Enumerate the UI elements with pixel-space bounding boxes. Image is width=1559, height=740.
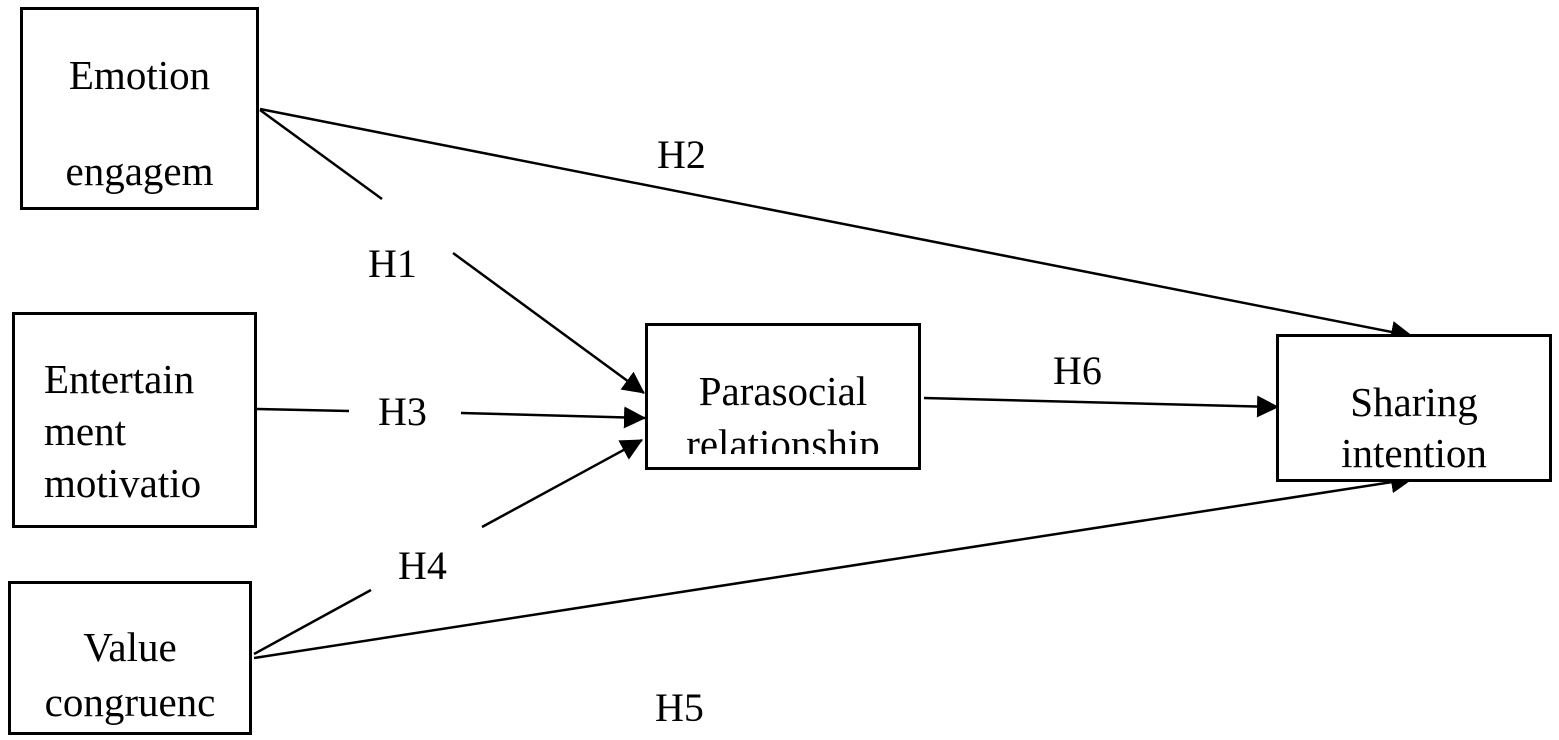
parasocial-relationship-label-line1: Parasocial (698, 368, 868, 414)
h4-path-segment-a (253, 588, 372, 656)
hypothesis-label-h4: H4 (398, 543, 447, 588)
parasocial-relationship-box: Parasocial relationship (645, 323, 921, 470)
hypothesis-label-h5: H5 (655, 685, 704, 730)
hypothesis-label-h1: H1 (368, 241, 417, 286)
sharing-intention-label-line1: Sharing (1350, 379, 1478, 425)
h1-path-arrow (452, 251, 645, 395)
value-congruence-box: Value congruenc (8, 581, 252, 735)
h3-path-arrow (460, 406, 646, 429)
h1-path-segment-a (259, 108, 383, 201)
value-congruence-label-line1: Value (83, 624, 177, 670)
hypothesis-label-h6: H6 (1053, 348, 1102, 393)
entertainment-motivation-label-line1: Entertain (44, 356, 195, 402)
emotion-engagement-box: Emotion engagem (20, 7, 259, 210)
sharing-intention-label-line2: intention (1341, 430, 1487, 476)
sharing-intention-box: Sharing intention (1276, 334, 1552, 482)
emotion-engagement-label-line1: Emotion (68, 52, 211, 98)
entertainment-motivation-label-line2: ment (44, 408, 126, 454)
h3-path-segment-a (256, 407, 350, 413)
hypothesis-label-h2: H2 (657, 132, 706, 177)
h6-path-arrow (923, 395, 1279, 418)
hypothesis-label-h3: H3 (378, 389, 427, 434)
parasocial-relationship-label-line2: relationship (686, 421, 880, 454)
h4-path-arrow (481, 438, 643, 529)
entertainment-motivation-label-line3: motivatio (44, 460, 202, 506)
entertainment-motivation-box: Entertain ment motivatio (12, 312, 257, 528)
h5-path-arrow (253, 471, 1413, 660)
h2-path-arrow (259, 107, 1413, 343)
value-congruence-label-line2: congruenc (44, 679, 216, 725)
emotion-engagement-label-line2: engagem (65, 148, 214, 194)
